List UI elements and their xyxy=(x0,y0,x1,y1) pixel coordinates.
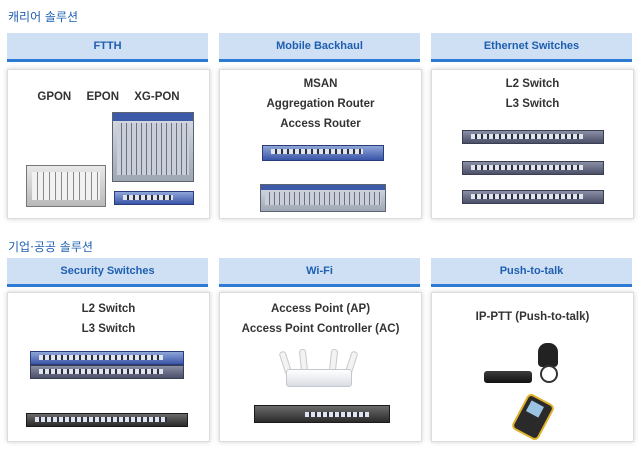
mic-cord xyxy=(540,365,558,383)
label-xgpon: XG-PON xyxy=(134,91,180,103)
card-push-to-talk[interactable]: IP-PTT (Push-to-talk) xyxy=(431,292,634,442)
label-gpon: GPON xyxy=(37,91,72,103)
label-access-point: Access Point (AP) xyxy=(270,303,371,315)
ethernet-switch-1 xyxy=(462,130,604,144)
card-mobile-backhaul[interactable]: MSAN Aggregation Router Access Router xyxy=(219,69,422,219)
security-switch-2 xyxy=(30,365,184,379)
ethernet-switch-2 xyxy=(462,161,604,175)
card-push-to-talk-labels: IP-PTT (Push-to-talk) xyxy=(432,307,633,327)
section-title-enterprise: 기업·공공 솔루션 xyxy=(8,240,93,254)
olt-chassis-small xyxy=(26,165,106,207)
access-controller-device xyxy=(254,405,390,423)
access-point-device xyxy=(286,369,352,387)
label-access-point-controller: Access Point Controller (AC) xyxy=(241,323,400,335)
card-security-switches[interactable]: L2 Switch L3 Switch xyxy=(7,292,210,442)
security-switch-3 xyxy=(26,413,188,427)
ptt-radio-base xyxy=(484,371,532,383)
section-title-carrier: 캐리어 솔루션 xyxy=(8,10,79,24)
tab-security-switches[interactable]: Security Switches xyxy=(7,258,208,287)
tab-ethernet-switches[interactable]: Ethernet Switches xyxy=(431,33,632,62)
label-l3-switch: L3 Switch xyxy=(505,98,560,110)
router-device xyxy=(262,145,384,161)
label-aggregation-router: Aggregation Router xyxy=(266,98,375,110)
tab-mobile-backhaul[interactable]: Mobile Backhaul xyxy=(219,33,420,62)
card-wifi[interactable]: Access Point (AP) Access Point Controlle… xyxy=(219,292,422,442)
olt-switch xyxy=(114,191,194,205)
card-mobile-backhaul-labels: MSAN Aggregation Router Access Router xyxy=(220,74,421,134)
label-msan: MSAN xyxy=(303,78,338,90)
olt-chassis-large xyxy=(112,112,194,182)
card-ftth[interactable]: GPON EPON XG-PON xyxy=(7,69,210,219)
security-switch-1 xyxy=(30,351,184,365)
tab-label: Push-to-talk xyxy=(499,265,564,277)
label-l2-switch: L2 Switch xyxy=(505,78,560,90)
label-ip-ptt: IP-PTT (Push-to-talk) xyxy=(475,311,590,323)
label-epon: EPON xyxy=(86,91,120,103)
label-l2-switch: L2 Switch xyxy=(81,303,136,315)
ethernet-switch-3 xyxy=(462,190,604,204)
tab-push-to-talk[interactable]: Push-to-talk xyxy=(431,258,632,287)
card-wifi-labels: Access Point (AP) Access Point Controlle… xyxy=(220,299,421,339)
tab-wifi[interactable]: Wi-Fi xyxy=(219,258,420,287)
card-ftth-labels: GPON EPON XG-PON xyxy=(8,87,209,107)
card-ethernet-switches[interactable]: L2 Switch L3 Switch xyxy=(431,69,634,219)
tab-label: Mobile Backhaul xyxy=(276,40,363,52)
ptt-handset xyxy=(510,392,556,442)
tab-label: FTTH xyxy=(93,40,122,52)
card-security-switches-labels: L2 Switch L3 Switch xyxy=(8,299,209,339)
tab-label: Security Switches xyxy=(60,265,155,277)
ptt-microphone xyxy=(538,343,558,367)
tab-label: Wi-Fi xyxy=(306,265,333,277)
msan-chassis xyxy=(260,184,386,212)
tab-ftth[interactable]: FTTH xyxy=(7,33,208,62)
label-l3-switch: L3 Switch xyxy=(81,323,136,335)
label-access-router: Access Router xyxy=(280,118,361,130)
tab-label: Ethernet Switches xyxy=(483,40,580,52)
card-ethernet-switches-labels: L2 Switch L3 Switch xyxy=(432,74,633,114)
